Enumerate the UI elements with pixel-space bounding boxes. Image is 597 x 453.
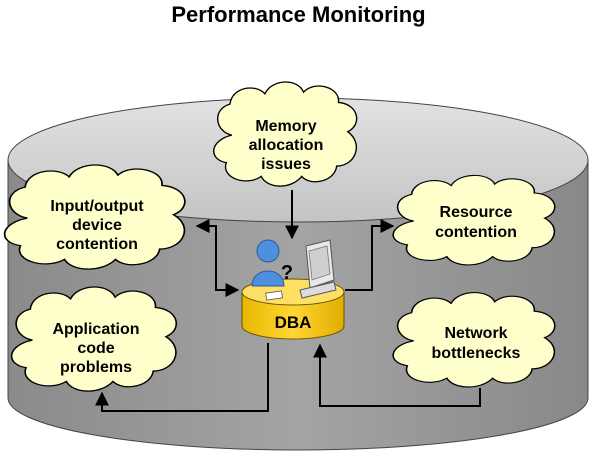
computer-monitor-icon <box>299 239 337 299</box>
connector-network <box>313 343 481 407</box>
document-icon <box>265 290 283 301</box>
cloud-io-line-3: contention <box>56 236 138 253</box>
cloud-io-line-2: device <box>72 217 122 234</box>
dba-node: ? DBA <box>241 239 345 340</box>
connectors <box>95 190 481 412</box>
cloud-application-line-3: problems <box>60 359 132 376</box>
cloud-memory-line-2: allocation <box>249 137 324 154</box>
connector-application <box>95 343 269 412</box>
cloud-network-line-2: bottlenecks <box>432 345 521 362</box>
connector-io <box>195 219 240 297</box>
cloud-memory-line-3: issues <box>261 156 311 173</box>
dba-label: DBA <box>275 313 312 332</box>
page-title: Performance Monitoring <box>171 2 426 27</box>
cloud-memory-line-1: Memory <box>255 118 316 135</box>
cloud-application-line-1: Application <box>52 321 139 338</box>
cloud-application-line-2: code <box>77 340 114 357</box>
cloud-io-line-1: Input/output <box>50 198 144 215</box>
connector-resource <box>345 219 395 291</box>
cloud-network-line-1: Network <box>444 325 507 342</box>
question-icon: ? <box>281 262 293 284</box>
cloud-resource-line-1: Resource <box>440 204 513 221</box>
cloud-resource-line-2: contention <box>435 224 517 241</box>
person-icon <box>251 239 285 287</box>
